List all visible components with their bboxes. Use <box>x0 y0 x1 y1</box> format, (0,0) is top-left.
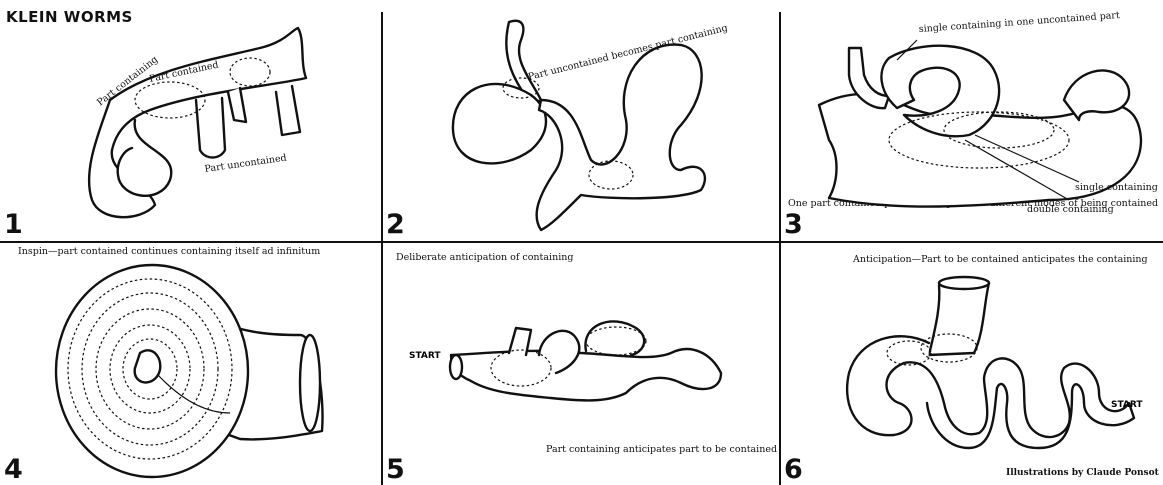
worm-1-leg-b <box>228 88 246 122</box>
start-label-6: START <box>1111 400 1143 410</box>
worm-1-leg-a <box>196 98 225 158</box>
worm-6-mouth <box>939 277 989 289</box>
worm-1-leg-c <box>276 86 300 135</box>
worm-4-mouth <box>300 335 320 431</box>
panel-6-drawing: START <box>779 243 1163 485</box>
start-label-5: START <box>409 351 441 361</box>
worm-5-mouth <box>450 355 462 379</box>
label-single-containing: single containing <box>1075 182 1158 193</box>
worm-1-arch <box>118 120 172 196</box>
panel-3-drawing: single containing in one uncontained par… <box>779 0 1163 241</box>
panel-1-drawing: Part containing Part contained Part unco… <box>0 0 381 241</box>
worm-4-center <box>135 350 161 382</box>
worm-6-body <box>847 336 1134 448</box>
panel-5-drawing: START <box>381 243 779 485</box>
label-single-top: single containing in one uncontained par… <box>918 10 1120 35</box>
panel-4-drawing <box>0 243 381 485</box>
panel-2-drawing: Part uncontained becomes part containing <box>381 0 779 241</box>
label-double-containing: double containing <box>1027 204 1114 215</box>
worm-5-body <box>451 349 721 400</box>
worm-6-head <box>929 280 989 355</box>
